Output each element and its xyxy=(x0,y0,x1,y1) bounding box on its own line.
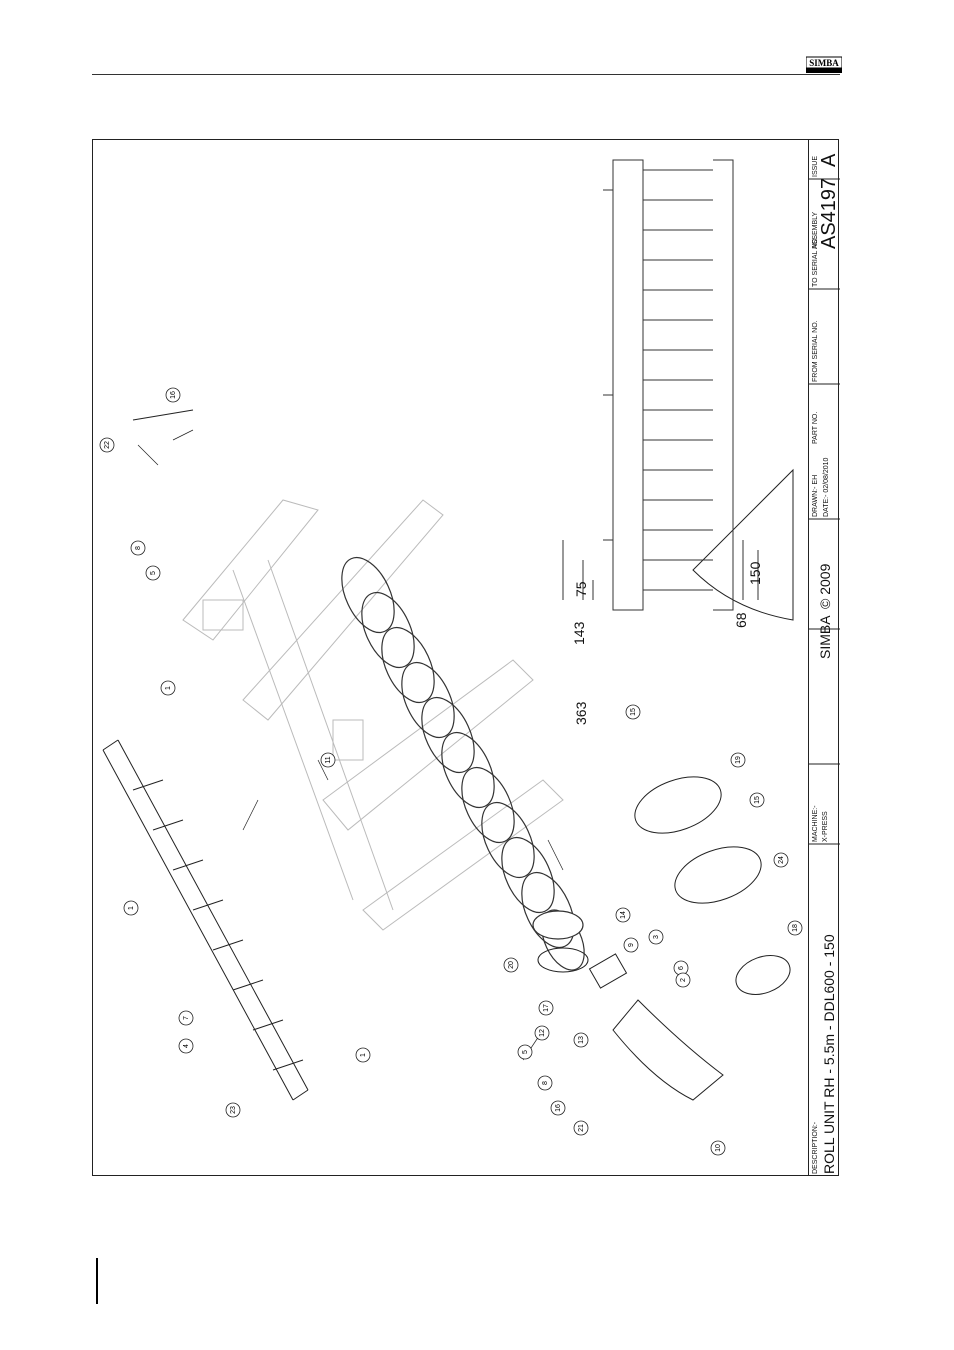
svg-text:15: 15 xyxy=(630,708,637,716)
svg-text:6: 6 xyxy=(678,966,685,970)
item-balloons: 22 16 8 5 1 11 1 7 4 1 23 20 14 9 3 6 2 … xyxy=(100,388,802,1155)
machine-label: MACHINE:- xyxy=(812,805,819,842)
svg-text:1: 1 xyxy=(360,1053,367,1057)
svg-text:23: 23 xyxy=(230,1106,237,1114)
copyright-brand: SIMBA xyxy=(817,615,833,659)
dim-363: 363 xyxy=(573,702,589,725)
svg-text:24: 24 xyxy=(778,856,785,864)
dim-150: 150 xyxy=(747,562,763,585)
header-rule xyxy=(92,74,840,75)
from-serial-label: FROM SERIAL NO. xyxy=(812,320,819,382)
svg-text:2: 2 xyxy=(680,978,687,982)
dim-75: 75 xyxy=(573,581,589,597)
svg-text:17: 17 xyxy=(543,1004,550,1012)
svg-text:16: 16 xyxy=(170,391,177,399)
svg-text:21: 21 xyxy=(578,1124,585,1132)
svg-text:8: 8 xyxy=(542,1081,549,1085)
svg-text:12: 12 xyxy=(539,1029,546,1037)
svg-text:7: 7 xyxy=(183,1016,190,1020)
simba-logo: SIMBA xyxy=(806,54,842,74)
issue-value: A xyxy=(818,154,841,167)
svg-text:11: 11 xyxy=(325,756,332,763)
exploded-assembly-drawing: 22 16 8 5 1 11 1 7 4 1 23 20 14 9 3 6 2 … xyxy=(93,140,840,1177)
svg-text:3: 3 xyxy=(653,935,660,939)
dim-68: 68 xyxy=(733,612,749,628)
svg-text:5: 5 xyxy=(150,571,157,575)
svg-text:16: 16 xyxy=(555,1104,562,1112)
end-components xyxy=(133,410,795,1100)
assembly-number: AS4197 xyxy=(818,178,841,249)
svg-text:18: 18 xyxy=(792,924,799,932)
svg-text:5: 5 xyxy=(522,1050,529,1054)
machine-value: X-PRESS xyxy=(822,811,829,842)
svg-text:14: 14 xyxy=(620,911,627,919)
dim-143: 143 xyxy=(571,622,587,645)
svg-text:SIMBA: SIMBA xyxy=(809,58,839,68)
svg-text:4: 4 xyxy=(183,1044,190,1048)
svg-text:8: 8 xyxy=(135,546,142,550)
description-label: DESCRIPTION:- xyxy=(812,1122,819,1174)
drawn-by: DRAWN:- EH xyxy=(812,475,819,517)
svg-text:19: 19 xyxy=(735,756,742,764)
svg-text:20: 20 xyxy=(508,961,515,969)
drawing-date: DATE:- 02/08/2010 xyxy=(823,458,830,517)
copyright-year: © 2009 xyxy=(817,564,833,609)
leader-lines xyxy=(138,430,563,1060)
svg-text:1: 1 xyxy=(165,686,172,690)
svg-text:9: 9 xyxy=(628,943,635,947)
drawing-sheet: 22 16 8 5 1 11 1 7 4 1 23 20 14 9 3 6 2 … xyxy=(92,139,839,1176)
svg-text:13: 13 xyxy=(578,1036,585,1044)
svg-text:15: 15 xyxy=(754,796,761,804)
scraper-bar xyxy=(103,740,308,1100)
page-margin-bar xyxy=(96,1258,98,1304)
svg-text:1: 1 xyxy=(128,906,135,910)
part-no-label: PART NO. xyxy=(812,412,819,444)
roller-discs xyxy=(331,549,593,976)
elevation-view xyxy=(563,160,758,610)
svg-text:10: 10 xyxy=(715,1144,722,1152)
svg-text:22: 22 xyxy=(104,441,111,449)
title-block: DESCRIPTION:- ROLL UNIT RH - 5.5m - DDL6… xyxy=(808,139,839,1176)
description-value: ROLL UNIT RH - 5.5m - DDL600 - 150 xyxy=(821,934,837,1174)
